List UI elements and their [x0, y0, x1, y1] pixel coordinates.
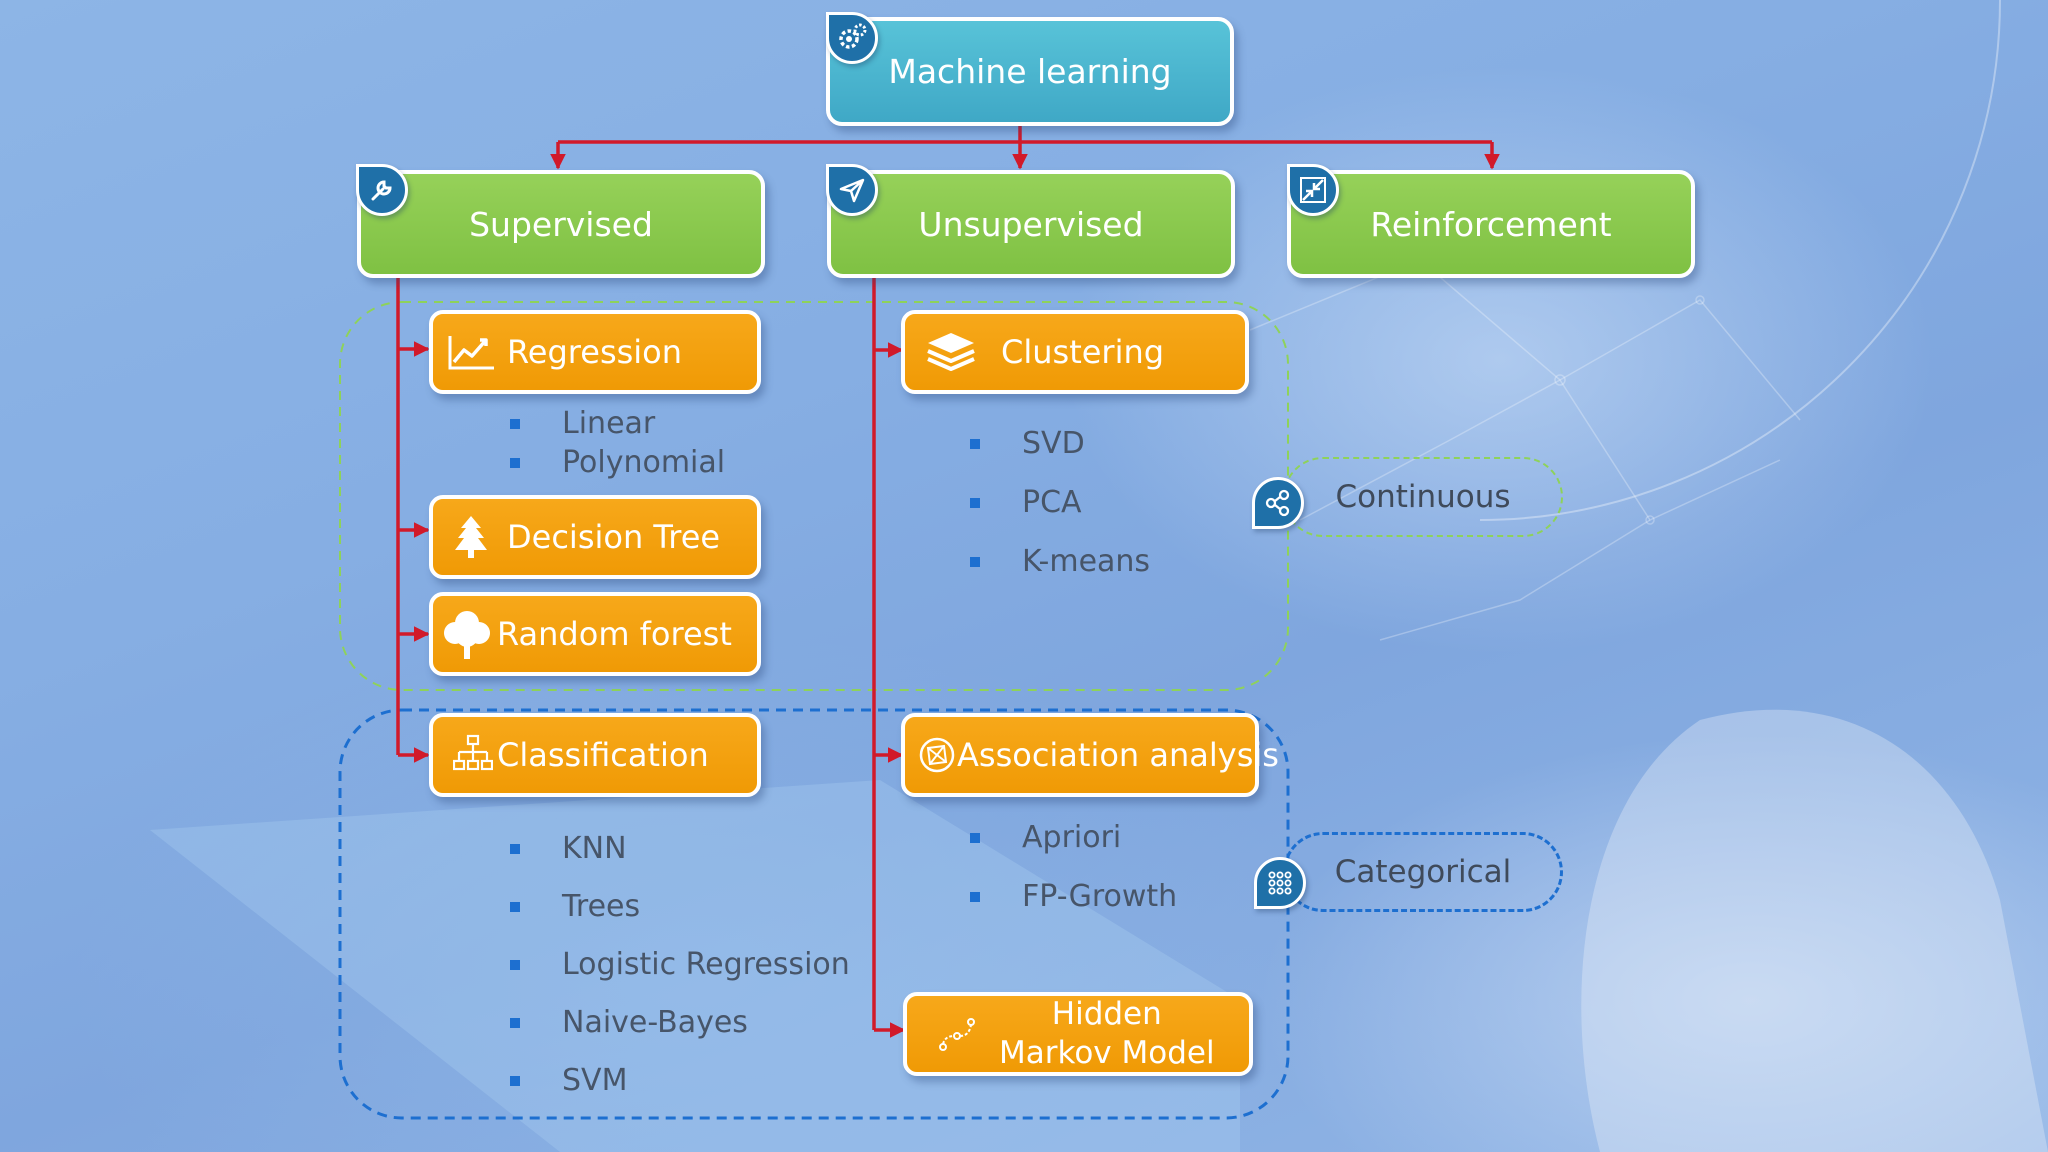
dots-grid-icon — [1254, 857, 1306, 909]
hmm-label-line1: Hidden — [1051, 996, 1162, 1032]
classification-node[interactable]: Classification — [429, 713, 761, 797]
association-analysis-node[interactable]: Association analysis — [901, 713, 1279, 797]
paper-plane-icon — [826, 164, 878, 216]
categorical-legend: Categorical — [1283, 832, 1563, 912]
association-list: Apriori FP-Growth — [970, 808, 1177, 926]
machine-learning-node[interactable]: Machine learning — [826, 17, 1234, 126]
clustering-node[interactable]: Clustering — [901, 310, 1249, 394]
list-item: KNN — [510, 820, 850, 878]
list-item: PCA — [970, 473, 1150, 532]
compress-arrows-icon — [1287, 164, 1339, 216]
machine-learning-label: Machine learning — [888, 52, 1172, 91]
list-item: SVD — [970, 414, 1150, 473]
regression-node[interactable]: Regression — [429, 310, 761, 394]
decision-tree-node[interactable]: Decision Tree — [429, 495, 761, 579]
supervised-label: Supervised — [469, 204, 653, 244]
list-item: FP-Growth — [970, 867, 1177, 926]
random-forest-node[interactable]: Random forest — [429, 592, 761, 676]
hierarchy-icon — [451, 727, 495, 783]
continuous-legend: Continuous — [1283, 457, 1563, 537]
list-item: Apriori — [970, 808, 1177, 867]
regression-label: Regression — [507, 333, 683, 371]
list-item: Linear — [510, 404, 725, 443]
clustering-label: Clustering — [1001, 333, 1165, 371]
categorical-label: Categorical — [1334, 854, 1512, 890]
list-item: SVM — [510, 1052, 850, 1110]
random-forest-label: Random forest — [497, 615, 732, 653]
supervised-node[interactable]: Supervised — [357, 170, 765, 278]
list-item: K-means — [970, 532, 1150, 591]
list-item: Trees — [510, 878, 850, 936]
list-item: Logistic Regression — [510, 936, 850, 994]
hmm-label-line2: Markov Model — [999, 1035, 1215, 1071]
path-nodes-icon — [937, 1006, 977, 1062]
classification-list: KNN Trees Logistic Regression Naive-Baye… — [510, 820, 850, 1110]
unsupervised-node[interactable]: Unsupervised — [827, 170, 1235, 278]
clustering-list: SVD PCA K-means — [970, 414, 1150, 591]
share-icon — [1252, 477, 1304, 529]
line-chart-icon — [443, 324, 499, 380]
tree-icon — [439, 606, 495, 662]
hidden-markov-model-label: Hidden Markov Model — [999, 995, 1215, 1073]
unsupervised-label: Unsupervised — [918, 204, 1144, 244]
list-item: Naive-Bayes — [510, 994, 850, 1052]
continuous-label: Continuous — [1335, 479, 1511, 515]
reinforcement-label: Reinforcement — [1370, 204, 1612, 244]
hidden-markov-model-node[interactable]: Hidden Markov Model — [903, 992, 1253, 1076]
classification-label: Classification — [497, 736, 709, 774]
regression-list: Linear Polynomial — [510, 404, 725, 482]
network-globe-icon — [917, 727, 957, 783]
decision-tree-label: Decision Tree — [507, 518, 721, 556]
reinforcement-node[interactable]: Reinforcement — [1287, 170, 1695, 278]
gears-icon — [826, 12, 878, 64]
association-analysis-label: Association analysis — [957, 736, 1279, 774]
list-item: Polynomial — [510, 443, 725, 482]
pine-tree-icon — [443, 509, 499, 565]
wrench-icon — [356, 164, 408, 216]
layers-icon — [923, 324, 979, 380]
